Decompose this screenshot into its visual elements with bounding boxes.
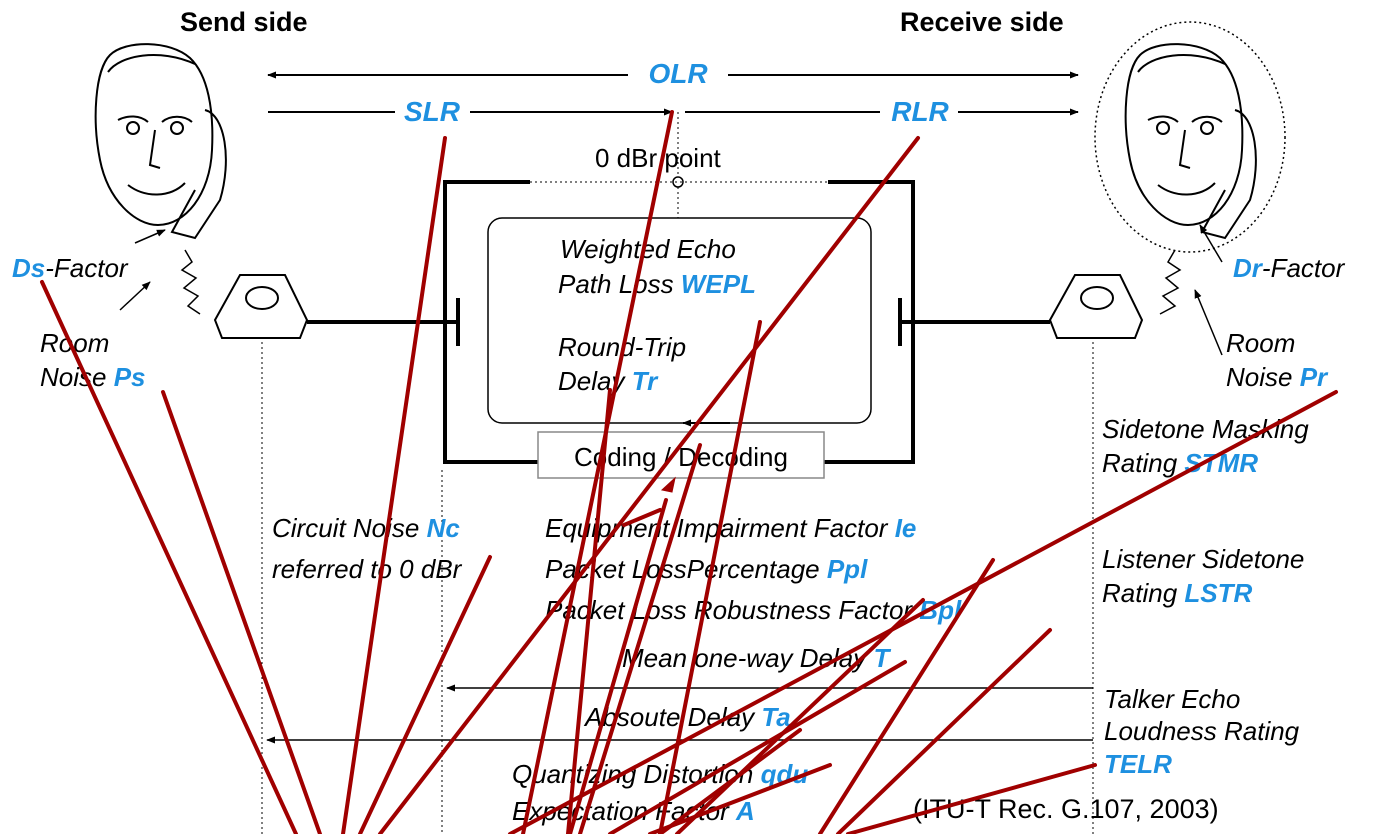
coding-box [537,431,825,479]
lstr-line2: Rating LSTR [1102,578,1252,608]
send-telephone-icon [213,274,309,339]
send-handset-cord [180,249,201,315]
echo-delay-box [487,217,872,424]
room-noise-send-arrow [119,281,151,311]
receive-telephone-icon [1048,274,1144,339]
room-noise-receive-arrow [1194,289,1223,356]
receive-side-heading: Receive side [900,7,1064,37]
slr-label: SLR [404,96,461,127]
olr-label: OLR [648,58,708,89]
t-label: Mean one-way Delay T [622,643,891,673]
circuit-noise-line1: Circuit Noise Nc [272,513,460,543]
zero-dbr-label: 0 dBr point [595,143,722,173]
receive-person-icon [1094,21,1286,253]
circuit-noise-line2: referred to 0 dBr [272,554,463,584]
wepl-line2: Path Loss WEPL [558,269,756,299]
send-person-icon [94,43,227,240]
telr-line2: Loudness Rating [1104,716,1300,746]
lstr-line1: Listener Sidetone [1102,544,1304,574]
qdu-label: Quantizing Distortion qdu [512,759,808,789]
bpl-label: Packet Loss Robustness Factor Bpl [545,595,962,625]
room-noise-receive-line1: Room [1226,328,1295,358]
circuit-loop [307,180,1050,464]
room-noise-send-line2: Noise Ps [40,362,146,392]
room-noise-receive-line2: Noise Pr [1226,362,1329,392]
dr-pointer-arrow [1199,224,1223,263]
reference-citation: (ITU-T Rec. G.107, 2003) [913,794,1219,824]
red-overlay-lines [40,110,1338,834]
ie-label: Equipment Impairment Factor Ie [545,513,916,543]
zero-dbr-point [672,176,684,188]
telr-line1: Talker Echo [1104,684,1240,714]
send-side-heading: Send side [180,7,308,37]
ds-pointer-arrow [134,229,166,244]
dr-factor-label: Dr-Factor [1233,253,1346,283]
receive-handset-cord [1159,249,1182,315]
wepl-line1: Weighted Echo [560,234,736,264]
stmr-line1: Sidetone Masking [1102,414,1309,444]
rlr-label: RLR [891,96,949,127]
guide-lines [261,342,1094,834]
telr-symbol: TELR [1104,749,1172,779]
ds-factor-label: Ds-Factor [12,253,129,283]
